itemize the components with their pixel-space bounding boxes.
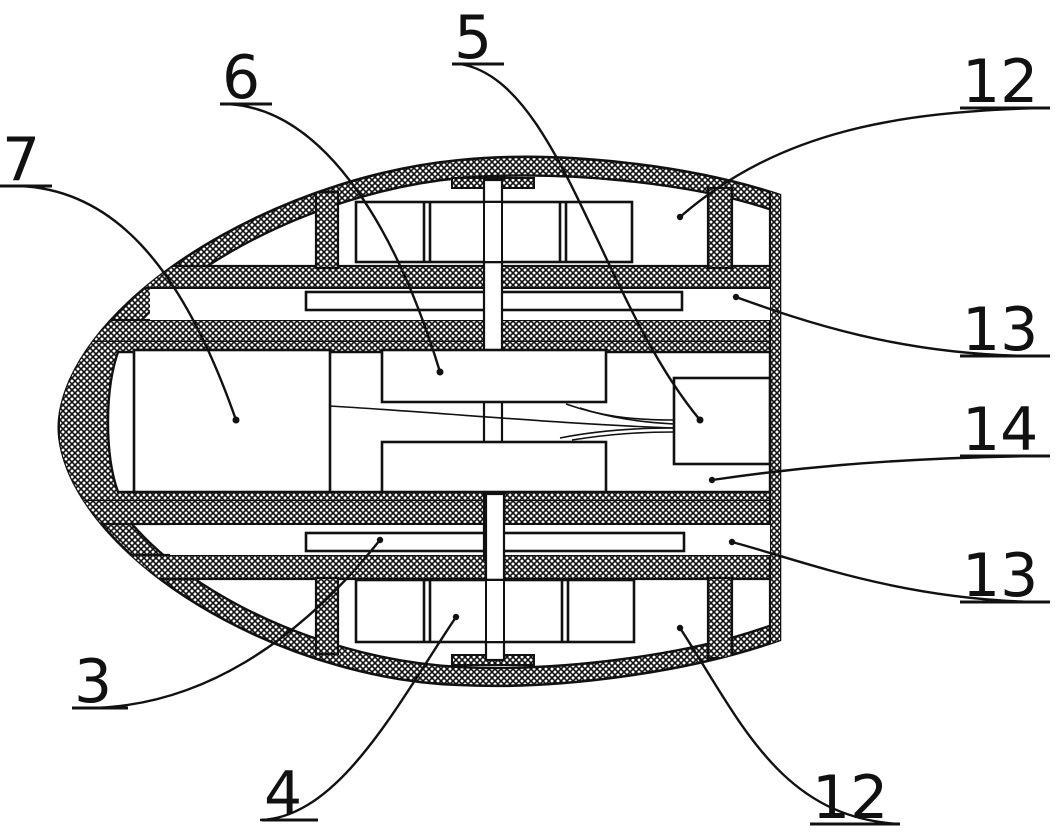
label-13-upper: 13 [962, 295, 1038, 365]
label-12-top: 12 [962, 47, 1038, 117]
label-6: 6 [222, 43, 260, 113]
upper-channel [150, 289, 770, 320]
label-13-lower: 13 [962, 541, 1038, 611]
component-6-lower-box [380, 440, 608, 494]
component-7-box [132, 348, 332, 494]
label-14: 14 [962, 395, 1038, 465]
component-5-box [672, 376, 772, 466]
label-underlines [0, 62, 1050, 826]
leader-lines [19, 62, 1041, 826]
upper-cell-stack [354, 200, 634, 264]
lower-channel [170, 525, 770, 555]
label-3: 3 [74, 647, 112, 717]
label-12-bottom: 12 [812, 763, 888, 833]
wiring [329, 403, 675, 441]
component-6-upper-box [380, 348, 608, 404]
label-7: 7 [2, 125, 40, 195]
reference-numerals: 7 6 5 12 13 14 13 3 4 12 [2, 3, 1038, 833]
label-5: 5 [454, 3, 492, 73]
label-4: 4 [264, 759, 302, 829]
lower-cell-stack [354, 578, 636, 644]
